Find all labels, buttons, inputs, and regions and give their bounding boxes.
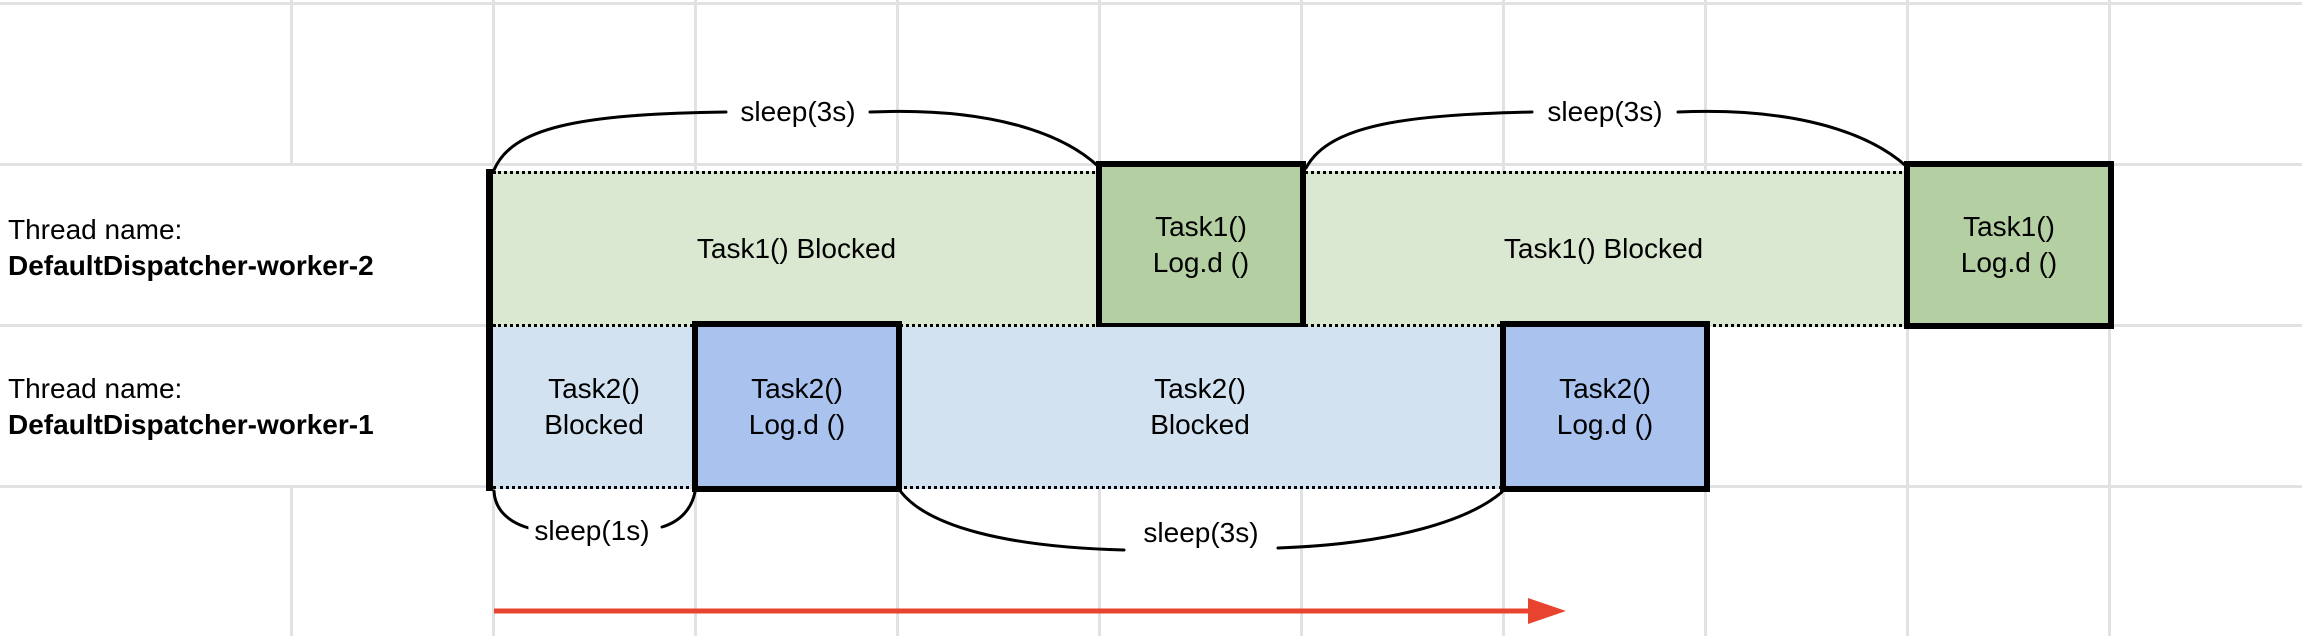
task-box-line2: Log.d () <box>748 408 846 440</box>
sleep-arc-task2-second-left[interactable] <box>899 490 1126 552</box>
gridline-v <box>290 486 293 636</box>
task1-blocked-segment-1[interactable]: Task1() Blocked <box>493 171 1100 327</box>
task-seg-line1: Task2() <box>1154 372 1246 404</box>
thread-label-worker-2: Thread name: DefaultDispatcher-worker-2 <box>8 212 374 284</box>
gridline-h <box>0 2 2302 5</box>
time-arrow[interactable] <box>494 598 1566 624</box>
task-box-line2: Log.d () <box>1152 247 1250 278</box>
sleep-label-task2-second: sleep(3s) <box>1137 517 1265 549</box>
sleep-label-task1-first: sleep(3s) <box>734 96 862 128</box>
thread-label-prefix: Thread name: <box>8 214 183 245</box>
thread-label-prefix: Thread name: <box>8 373 183 404</box>
sleep-arc-task1-second-left[interactable] <box>1304 110 1534 170</box>
sleep-label-task2-first: sleep(1s) <box>528 515 656 547</box>
task-box-line1: Task2() <box>751 372 843 404</box>
task2-logd-box-2[interactable]: Task2() Log.d () <box>1500 321 1710 492</box>
task-seg-line2: Blocked <box>544 408 644 440</box>
thread-name: DefaultDispatcher-worker-1 <box>8 409 374 440</box>
sleep-label-task1-second: sleep(3s) <box>1541 96 1669 128</box>
task-box-line2: Log.d () <box>1556 408 1654 440</box>
task2-blocked-segment-1[interactable]: Task2() Blocked <box>493 327 695 489</box>
thread-name: DefaultDispatcher-worker-2 <box>8 250 374 281</box>
sleep-arc-task1-first-left[interactable] <box>492 110 728 172</box>
task-seg-line1: Task2() <box>548 372 640 404</box>
task1-logd-box-1[interactable]: Task1() Log.d () <box>1096 161 1306 329</box>
thread-label-worker-1: Thread name: DefaultDispatcher-worker-1 <box>8 371 374 443</box>
task1-blocked-segment-2[interactable]: Task1() Blocked <box>1300 171 1907 327</box>
sleep-arc-task2-first-right[interactable] <box>660 490 697 529</box>
sleep-arc-task1-first-right[interactable] <box>868 109 1101 169</box>
timeline-start-edge <box>486 169 493 491</box>
task-box-line1: Task2() <box>1559 372 1651 404</box>
task-box-line2: Log.d () <box>1960 247 2058 278</box>
time-arrow-head <box>1528 598 1566 624</box>
task-box-line1: Task1() <box>1963 211 2055 242</box>
sleep-arc-task2-second-right[interactable] <box>1276 490 1504 550</box>
task1-logd-box-2[interactable]: Task1() Log.d () <box>1904 161 2114 329</box>
task2-logd-box-1[interactable]: Task2() Log.d () <box>692 321 902 492</box>
gridline-v <box>290 0 293 164</box>
sleep-arc-task1-second-right[interactable] <box>1676 109 1908 168</box>
task-box-line1: Task1() <box>1155 211 1247 242</box>
task2-blocked-segment-2[interactable]: Task2() Blocked <box>897 327 1503 489</box>
task-seg-line2: Blocked <box>1150 408 1250 440</box>
